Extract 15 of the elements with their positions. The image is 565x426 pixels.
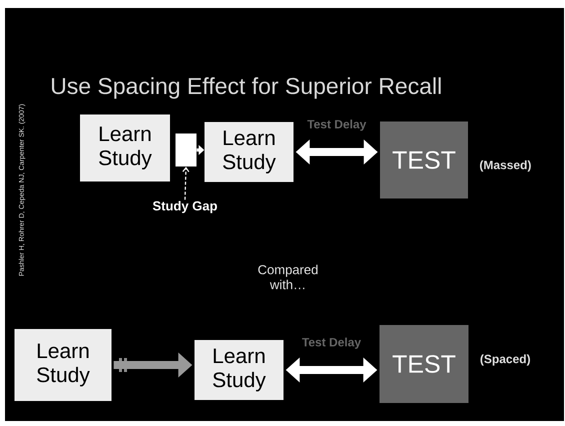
study-box: Learn Study: [204, 122, 294, 182]
comparison-note: Compared with…: [258, 264, 318, 290]
condition-label: (Spaced): [480, 354, 530, 366]
study-box: Learn Study: [80, 114, 170, 182]
edge-label: Test Delay: [302, 338, 361, 349]
dashed-arrow: [182, 166, 190, 200]
gap-block: [176, 134, 196, 166]
study-box: Learn Study: [14, 329, 112, 401]
study-box: Learn Study: [194, 340, 284, 400]
test-box: TEST: [380, 122, 468, 198]
title: Use Spacing Effect for Superior Recall: [52, 77, 441, 99]
condition-label: (Massed): [480, 160, 531, 172]
test-box: TEST: [380, 325, 468, 403]
edge-label: Test Delay: [307, 120, 366, 131]
gap-label: Study Gap: [152, 200, 217, 214]
